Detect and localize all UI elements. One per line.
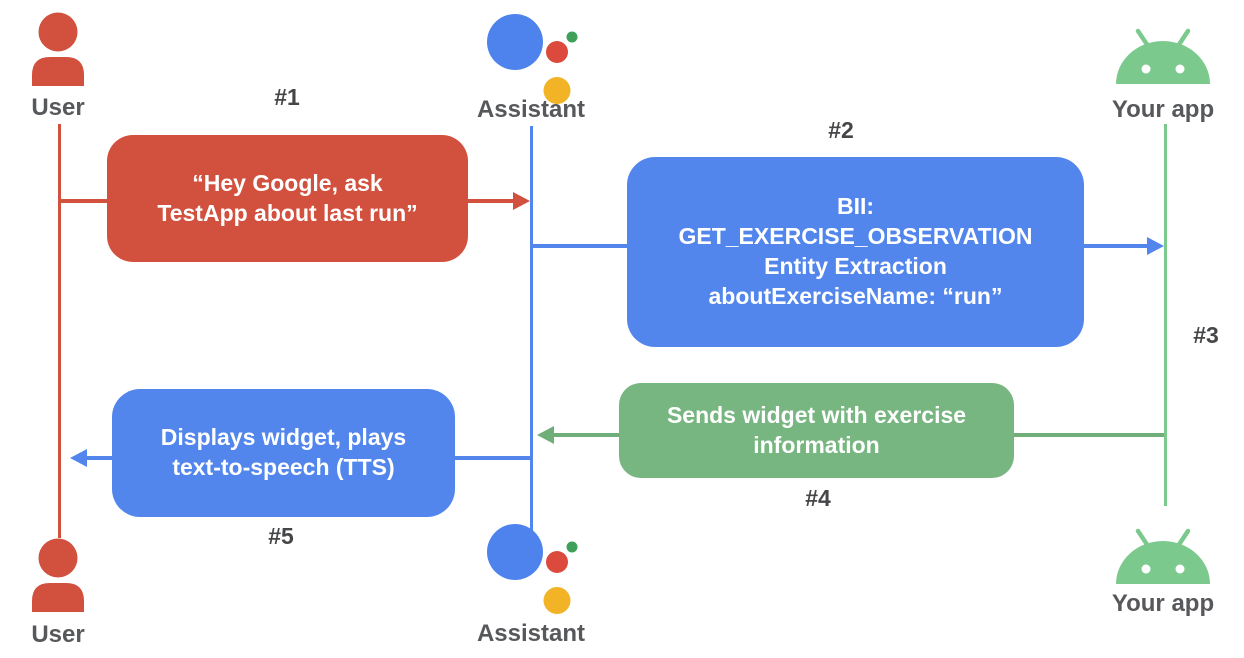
android-icon: [1115, 524, 1211, 585]
app-top-label: Your app: [1111, 96, 1215, 123]
step-2-label: #2: [828, 117, 854, 143]
assistant-top-label: Assistant: [476, 96, 586, 123]
android-icon: [1115, 24, 1211, 85]
step-3-label: #3: [1193, 322, 1219, 348]
message-5-box: Displays widget, plays text-to-speech (T…: [112, 389, 455, 517]
user-icon: [29, 538, 87, 612]
assistant-lifeline: [530, 126, 533, 540]
app-bottom-label: Your app: [1111, 590, 1215, 617]
step-5-label: #5: [268, 523, 294, 549]
assistant-icon: [487, 524, 585, 615]
message-4-box: Sends widget with exercise information: [619, 383, 1014, 478]
app-lifeline: [1164, 124, 1167, 506]
user-lifeline: [58, 124, 61, 538]
message-1-box: “Hey Google, ask TestApp about last run”: [107, 135, 468, 262]
step-4-label: #4: [805, 485, 831, 511]
message-2-box: BII: GET_EXERCISE_OBSERVATION Entity Ext…: [627, 157, 1084, 347]
message-4-arrowhead: [537, 426, 554, 444]
message-2-arrowhead: [1147, 237, 1164, 255]
assistant-icon: [487, 14, 585, 105]
message-1-arrowhead: [513, 192, 530, 210]
step-1-label: #1: [274, 84, 300, 110]
user-icon: [29, 12, 87, 86]
assistant-bottom-label: Assistant: [476, 620, 586, 647]
message-5-arrowhead: [70, 449, 87, 467]
user-top-label: User: [31, 94, 85, 121]
user-bottom-label: User: [31, 621, 85, 648]
